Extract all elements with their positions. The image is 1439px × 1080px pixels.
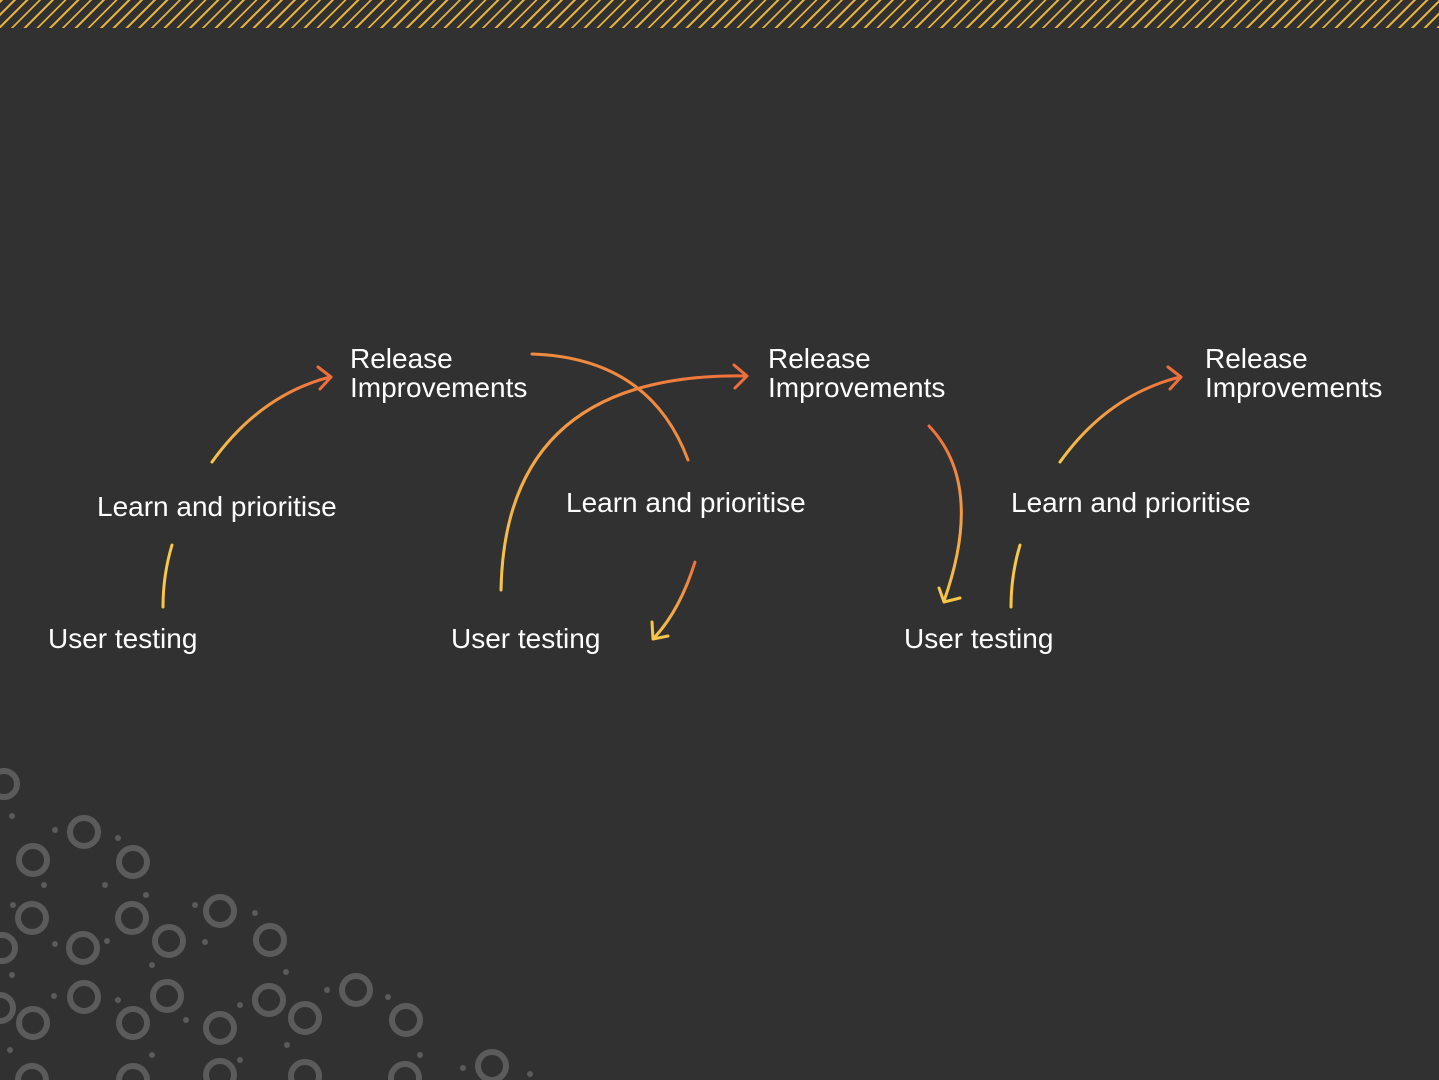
cycle1-release-line2: Improvements: [350, 372, 528, 403]
cycle2-release-line1: Release: [768, 343, 871, 374]
cycle3-arrowhead-icon: [1166, 365, 1183, 391]
cycle2-user-to-release-arrow: [499, 374, 748, 592]
cycle1-release-line1: Release: [350, 343, 453, 374]
cycle3-release-line2: Improvements: [1205, 372, 1383, 403]
cycle2-release-to-learn-arc: [530, 352, 690, 462]
cycle3-learn-label: Learn and prioritise: [1011, 487, 1251, 518]
top-stripes-decoration: [0, 0, 1439, 28]
cycle3-release-to-user-arrow: [927, 424, 963, 603]
cycle3-release-line1: Release: [1205, 343, 1308, 374]
cycle1-user-testing-label: User testing: [48, 623, 198, 654]
cycle2-learn-to-user-arrow: [652, 560, 697, 640]
cycle3-release-label: Release Improvements: [1205, 344, 1382, 402]
cycle2-release-line2: Improvements: [768, 372, 946, 403]
cycle3-user-testing-label: User testing: [904, 623, 1054, 654]
cycle3-learn-to-release-arrow: [1058, 375, 1182, 464]
cycle2-arrowhead-icon: [732, 363, 749, 390]
cycle2-down-arrowhead-icon: [650, 620, 670, 641]
cycle2-user-testing-label: User testing: [451, 623, 601, 654]
cycle1-learn-label: Learn and prioritise: [97, 491, 337, 522]
cycle1-user-to-learn-connector: [161, 543, 174, 609]
cycle2-release-label: Release Improvements: [768, 344, 945, 402]
cycle3-down-arrowhead-icon: [937, 586, 962, 604]
cycle1-learn-to-release-arrow: [210, 375, 332, 464]
cycle2-learn-label: Learn and prioritise: [566, 487, 806, 518]
cycle3-user-to-learn-connector: [1009, 543, 1022, 609]
cycle1-release-label: Release Improvements: [350, 344, 527, 402]
cycle1-arrowhead-icon: [316, 365, 333, 391]
